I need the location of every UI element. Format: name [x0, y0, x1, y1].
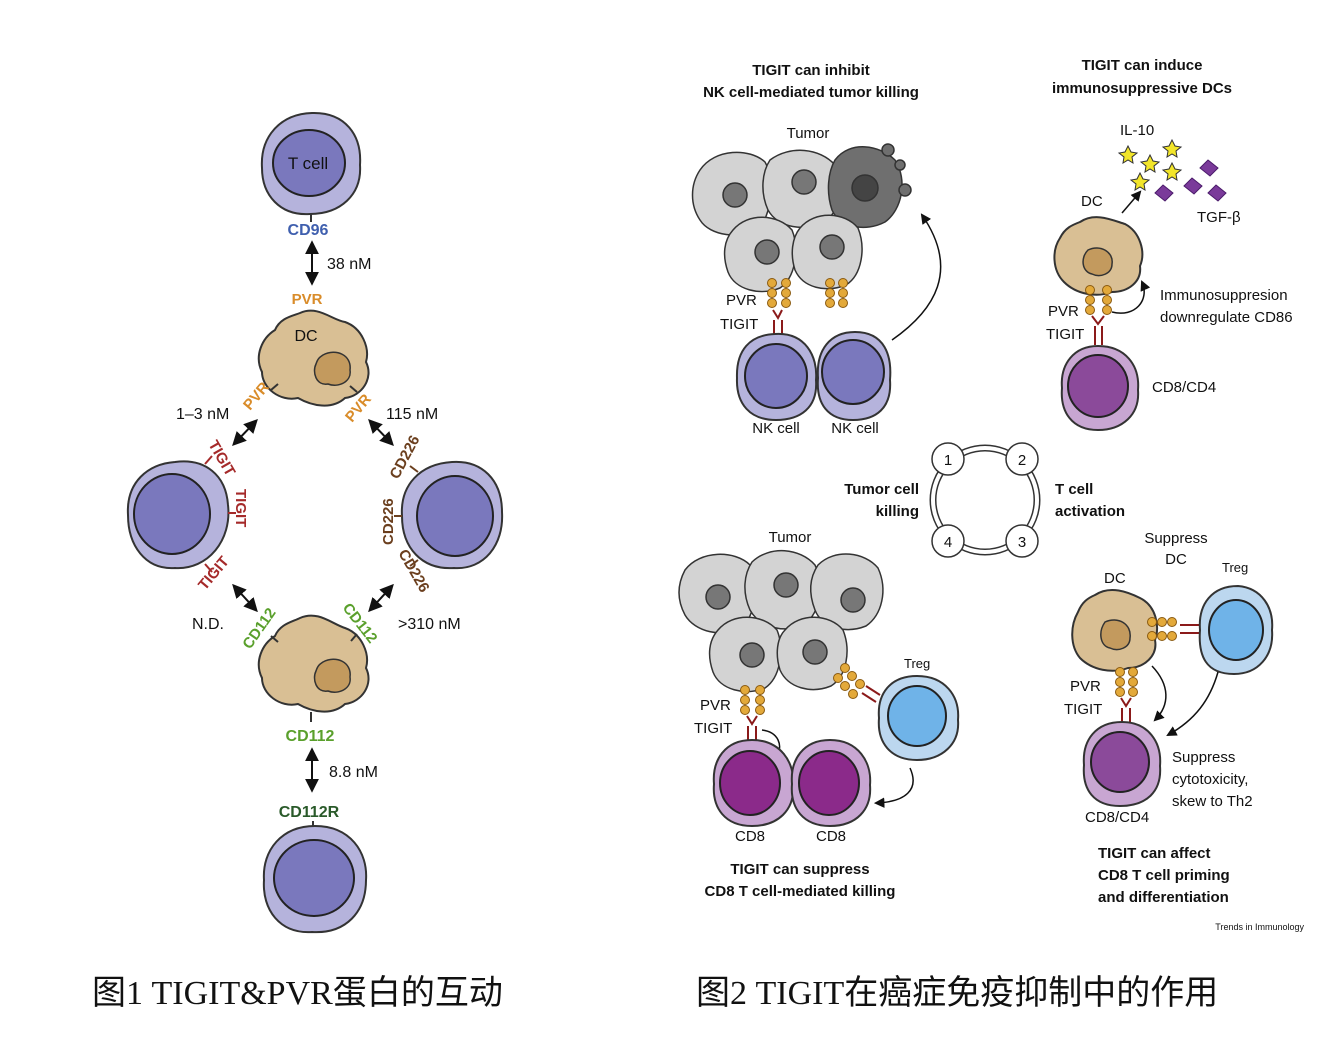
tumor-label-top: Tumor [787, 125, 830, 142]
tigit-label-a: TIGIT [720, 316, 758, 333]
nk-cell-2 [816, 330, 892, 422]
immuno-line-2: downregulate CD86 [1160, 309, 1293, 326]
cd8cd4-label-d: CD8/CD4 [1085, 809, 1149, 826]
source-label: Trends in Immunology [1215, 922, 1304, 932]
cycle-step-1: 1 [944, 452, 952, 469]
treg-cell-c [877, 674, 960, 762]
cd8cd4-label-b: CD8/CD4 [1152, 379, 1216, 396]
tigit-label-d: TIGIT [1064, 701, 1102, 718]
dc-cell-top: DC [257, 309, 370, 407]
dc-title-1: TIGIT can induce [1082, 57, 1203, 74]
priming-title-3: and differentiation [1098, 889, 1229, 906]
cd8-title-1: TIGIT can suppress [730, 861, 869, 878]
kd-cd112r: 8.8 nM [329, 764, 378, 781]
t-cell-label: T cell [288, 154, 328, 173]
pvr-label-top: PVR [292, 291, 323, 308]
cd8-cell-2 [790, 738, 872, 828]
cd8cd4-cell-b [1060, 344, 1140, 432]
figure-2: TIGIT can inhibit NK cell-mediated tumor… [678, 57, 1304, 1012]
nk-cell-1 [735, 332, 818, 422]
killing-arrow [891, 213, 942, 341]
dc-cell-bottom [257, 614, 370, 713]
cd8-label-1: CD8 [735, 828, 765, 845]
suppress-dc-1: Suppress [1144, 530, 1207, 547]
nk-cell-label-1: NK cell [752, 420, 800, 437]
pvr-label-c: PVR [700, 697, 731, 714]
tigit-label-c: TIGIT [694, 720, 732, 737]
cd8cd4-cell-d [1082, 720, 1162, 808]
priming-title-1: TIGIT can affect [1098, 845, 1211, 862]
tumor-cluster-bottom [678, 549, 884, 693]
suppress-cyto-1: Suppress [1172, 749, 1235, 766]
figure-1: T cell CD96 38 nM PVR DC PVR PVR 1–3 nM … [92, 111, 504, 1012]
priming-title-2: CD8 T cell priming [1098, 867, 1230, 884]
dc-cell-b [1053, 216, 1144, 296]
tumor-killing-1: Tumor cell [844, 481, 919, 498]
figure-2-caption: 图2 TIGIT在癌症免疫抑制中的作用 [696, 974, 1218, 1012]
treg-label-d: Treg [1222, 560, 1248, 575]
cd8-cell-1 [712, 738, 795, 828]
nk-title-2: NK cell-mediated tumor killing [703, 84, 919, 101]
cd226-cell [400, 460, 504, 570]
pvr-label-a: PVR [726, 292, 757, 309]
immuno-line-1: Immunosuppresion [1160, 287, 1288, 304]
il10-label: IL-10 [1120, 122, 1154, 139]
cd8-label-2: CD8 [816, 828, 846, 845]
cd112r-label: CD112R [279, 804, 340, 821]
t-cell: T cell [260, 111, 362, 216]
figure-1-caption: 图1 TIGIT&PVR蛋白的互动 [92, 974, 503, 1012]
tumor-killing-2: killing [876, 503, 919, 520]
dc-label-top: DC [294, 328, 317, 345]
tgfb-label: TGF-β [1197, 209, 1241, 226]
dc-label-d: DC [1104, 570, 1126, 587]
dc-title-2: immunosuppressive DCs [1052, 80, 1232, 97]
nk-cell-label-2: NK cell [831, 420, 879, 437]
cd226-label-2: CD226 [380, 498, 397, 545]
cycle-step-2: 2 [1018, 452, 1026, 469]
treg-label-c: Treg [904, 656, 930, 671]
t-activation-2: activation [1055, 503, 1125, 520]
il10-stars [1117, 138, 1183, 191]
dc-cell-d [1071, 588, 1159, 672]
cd112-label-bottom: CD112 [286, 728, 335, 745]
cycle-step-4: 4 [944, 534, 952, 551]
kd-cd112-cd226: >310 nM [398, 616, 461, 633]
kd-tigit: 1–3 nM [176, 406, 229, 423]
pvr-label-b: PVR [1048, 303, 1079, 320]
treg-cell-d [1198, 584, 1274, 676]
suppress-cyto-2: cytotoxicity, [1172, 771, 1248, 788]
nk-title-1: TIGIT can inhibit [752, 62, 870, 79]
t-activation-1: T cell [1055, 481, 1093, 498]
tigit-cell [126, 460, 230, 570]
cd96-label: CD96 [288, 222, 329, 239]
kd-cd226: 115 nM [386, 406, 438, 423]
cd8-title-2: CD8 T cell-mediated killing [705, 883, 896, 900]
cycle-step-3: 3 [1018, 534, 1026, 551]
pvr-tigit-beads-1 [767, 278, 848, 308]
tgfb-diamonds [1154, 159, 1227, 202]
kd-nd: N.D. [192, 616, 224, 633]
cd112r-cell [262, 824, 368, 934]
suppress-cyto-3: skew to Th2 [1172, 793, 1253, 810]
tigit-label-2: TIGIT [232, 489, 249, 527]
pvr-label-d: PVR [1070, 678, 1101, 695]
cycle-diagram: 1 2 3 4 [929, 442, 1041, 558]
kd-cd96: 38 nM [327, 256, 371, 273]
tigit-label-b: TIGIT [1046, 326, 1084, 343]
dc-label-b: DC [1081, 193, 1103, 210]
tumor-label-bottom: Tumor [769, 529, 812, 546]
suppress-dc-2: DC [1165, 551, 1187, 568]
tumor-cluster-top [691, 143, 912, 293]
